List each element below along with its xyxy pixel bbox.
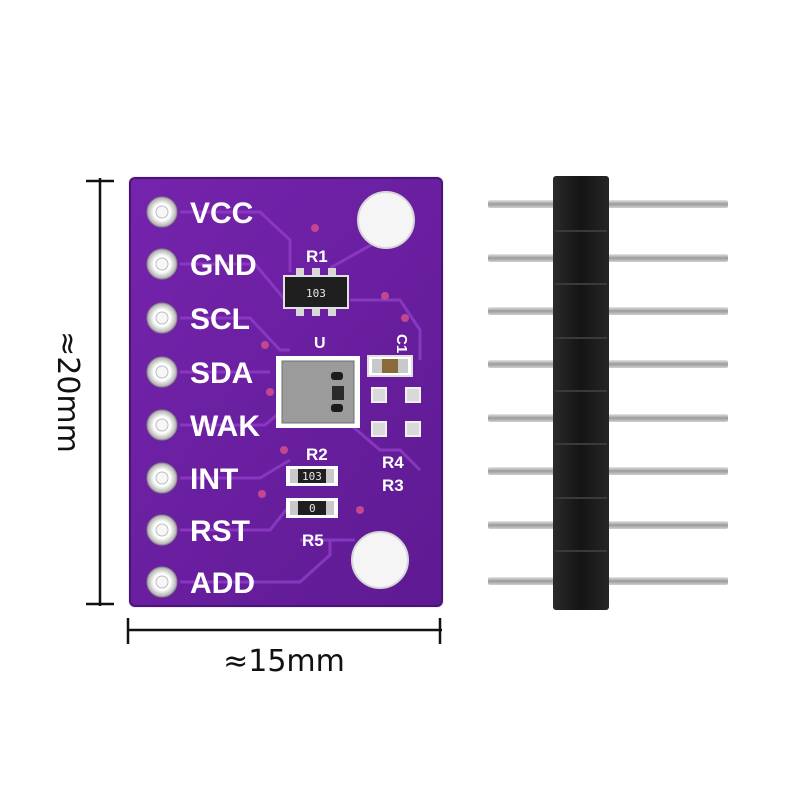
pin-pad-rst <box>146 514 178 546</box>
silkscreen-r1: R1 <box>306 247 328 266</box>
mounting-hole-bottom <box>351 531 409 589</box>
mounting-hole-top <box>357 191 415 249</box>
resistor-r2: 103 <box>286 466 338 486</box>
capacitor-c1 <box>367 355 413 377</box>
dimension-height <box>86 178 114 606</box>
header-plastic-body <box>553 176 609 610</box>
silkscreen-r4: R4 <box>382 453 404 472</box>
silkscreen-r5: R5 <box>302 531 324 550</box>
pin-pad-add <box>146 566 178 598</box>
r5-marking: 0 <box>309 502 316 515</box>
pin-label-gnd: GND <box>190 249 257 282</box>
pin-label-scl: SCL <box>190 303 250 336</box>
pcb-vias <box>258 224 409 514</box>
resistor-r5: 0 <box>286 498 338 518</box>
pcb-board: VCC GND SCL SDA WAK INT RST ADD R1 <box>128 176 444 608</box>
pin-label-wak: WAK <box>190 410 260 443</box>
pin-pad-wak <box>146 409 178 441</box>
pin-label-add: ADD <box>190 567 255 600</box>
pin-label-int: INT <box>190 463 238 496</box>
dimension-width <box>126 618 442 644</box>
r1-marking: 103 <box>306 287 326 300</box>
pin-label-rst: RST <box>190 515 250 548</box>
pin-pad-vcc <box>146 196 178 228</box>
pin-pad-int <box>146 462 178 494</box>
silkscreen-r2: R2 <box>306 445 328 464</box>
dimension-width-label: ≈15mm <box>223 644 345 679</box>
silkscreen-c1: C1 <box>393 334 410 353</box>
pin-label-sda: SDA <box>190 357 253 390</box>
resistor-array-r1: 103 <box>283 268 349 316</box>
resistor-pads-r3-r4 <box>371 387 421 437</box>
pin-header-strip <box>488 176 728 610</box>
silkscreen-r3: R3 <box>382 476 404 495</box>
dimension-height-label: ≈20mm <box>50 331 85 453</box>
pin-pad-sda <box>146 356 178 388</box>
pin-pad-gnd <box>146 248 178 280</box>
pin-label-vcc: VCC <box>190 197 253 230</box>
pin-header-pads: VCC GND SCL SDA WAK INT RST ADD <box>146 196 260 600</box>
pin-pad-scl <box>146 302 178 334</box>
header-segment-lines <box>555 230 607 552</box>
silkscreen-u: U <box>314 335 326 352</box>
r2-marking: 103 <box>302 470 322 483</box>
pcb-traces <box>180 210 422 584</box>
sensor-ic-u <box>276 356 360 428</box>
